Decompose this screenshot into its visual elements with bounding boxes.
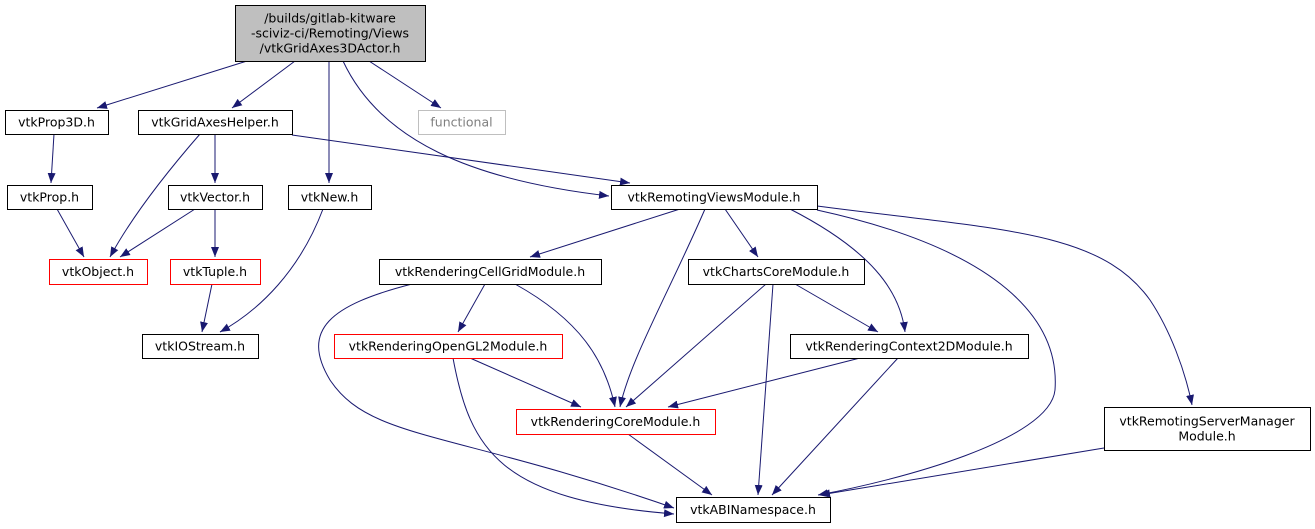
- node-gah[interactable]: vtkGridAxesHelper.h: [138, 110, 293, 135]
- node-rv[interactable]: vtkRemotingViewsModule.h: [611, 185, 818, 210]
- edge-rv-to-abi: [816, 209, 1056, 498]
- node-label: vtkIOStream.h: [155, 339, 245, 354]
- node-box: [138, 110, 293, 135]
- node-box: [1104, 407, 1311, 451]
- node-label: /vtkGridAxes3DActor.h: [260, 41, 401, 56]
- node-label: vtkGridAxesHelper.h: [151, 115, 279, 130]
- edge-rv-to-sm: [816, 205, 1194, 406]
- edge-new-to-iostream: [219, 208, 324, 333]
- edges: [47, 60, 1194, 518]
- node-opengl2[interactable]: vtkRenderingOpenGL2Module.h: [334, 334, 563, 359]
- edge-vector-to-object: [119, 208, 196, 258]
- node-label: vtkNew.h: [301, 190, 359, 205]
- node-abi[interactable]: vtkABINamespace.h: [676, 497, 831, 523]
- edge-sm-to-abi: [819, 447, 1105, 498]
- edge-rv-to-context2d: [789, 208, 908, 333]
- node-box: [7, 185, 93, 210]
- node-box: [611, 185, 818, 210]
- edge-core-to-abi: [627, 433, 713, 496]
- node-core[interactable]: vtkRenderingCoreModule.h: [516, 409, 716, 435]
- edge-root-to-rv: [342, 60, 610, 199]
- edge-rv-to-core: [618, 208, 706, 408]
- edge-opengl2-to-abi: [452, 357, 675, 518]
- node-box: [142, 334, 259, 359]
- node-charts[interactable]: vtkChartsCoreModule.h: [688, 259, 865, 285]
- node-context2d[interactable]: vtkRenderingContext2DModule.h: [790, 334, 1029, 359]
- node-label: vtkRenderingOpenGL2Module.h: [349, 339, 548, 354]
- node-box: [516, 409, 716, 435]
- node-label: vtkTuple.h: [183, 264, 247, 279]
- node-box: [235, 5, 426, 62]
- edge-root-to-prop3d: [96, 60, 248, 109]
- node-label: vtkObject.h: [62, 264, 134, 279]
- edge-rv-to-charts: [724, 208, 759, 258]
- edge-rv-to-cellgrid: [529, 208, 681, 258]
- edge-charts-to-abi: [754, 283, 774, 496]
- node-label: vtkVector.h: [180, 190, 250, 205]
- edge-charts-to-context2d: [794, 283, 879, 333]
- node-label: vtkRemotingViewsModule.h: [628, 190, 801, 205]
- node-label: -sciviz-ci/Remoting/Views: [251, 26, 409, 41]
- edge-cellgrid-to-core: [514, 283, 617, 408]
- node-functional: functional: [418, 110, 506, 135]
- edge-context2d-to-core: [667, 357, 861, 409]
- node-root[interactable]: /builds/gitlab-kitware-sciviz-ci/Remotin…: [235, 5, 426, 62]
- node-box: [49, 259, 148, 285]
- edge-gah-to-rv: [291, 134, 631, 186]
- node-box: [790, 334, 1029, 359]
- edge-gah-to-object: [109, 133, 201, 258]
- node-label: vtkProp3D.h: [18, 115, 95, 130]
- edge-cellgrid-to-abi: [318, 283, 675, 509]
- edge-cellgrid-to-opengl2: [457, 283, 486, 333]
- node-prop[interactable]: vtkProp.h: [7, 185, 93, 210]
- edge-root-to-gah: [231, 60, 296, 109]
- node-label: Module.h: [1178, 429, 1235, 444]
- node-vector[interactable]: vtkVector.h: [168, 185, 263, 210]
- node-label: /builds/gitlab-kitware: [264, 11, 396, 26]
- node-new[interactable]: vtkNew.h: [288, 185, 372, 210]
- node-cellgrid[interactable]: vtkRenderingCellGridModule.h: [379, 259, 602, 285]
- edge-root-to-functional: [368, 60, 442, 109]
- node-label: vtkRenderingCoreModule.h: [531, 414, 701, 429]
- node-label: vtkProp.h: [20, 190, 79, 205]
- node-box: [5, 110, 109, 135]
- node-box: [418, 110, 506, 135]
- node-box: [688, 259, 865, 285]
- edge-prop3d-to-prop: [47, 133, 56, 184]
- node-label: vtkRemotingServerManager: [1119, 414, 1295, 429]
- node-object[interactable]: vtkObject.h: [49, 259, 148, 285]
- edge-prop-to-object: [56, 208, 85, 258]
- nodes: /builds/gitlab-kitware-sciviz-ci/Remotin…: [5, 5, 1311, 523]
- edge-opengl2-to-core: [469, 357, 582, 408]
- node-box: [676, 497, 831, 523]
- node-tuple[interactable]: vtkTuple.h: [170, 259, 261, 285]
- node-label: vtkRenderingContext2DModule.h: [805, 339, 1012, 354]
- edge-charts-to-core: [625, 283, 767, 408]
- node-label: vtkChartsCoreModule.h: [703, 264, 850, 279]
- node-prop3d[interactable]: vtkProp3D.h: [5, 110, 109, 135]
- edge-context2d-to-abi: [771, 357, 899, 496]
- node-box: [379, 259, 602, 285]
- node-label: functional: [430, 115, 492, 130]
- edge-tuple-to-iostream: [200, 283, 213, 333]
- node-iostream[interactable]: vtkIOStream.h: [142, 334, 259, 359]
- node-label: vtkABINamespace.h: [690, 502, 816, 517]
- node-box: [334, 334, 563, 359]
- node-box: [168, 185, 263, 210]
- node-box: [170, 259, 261, 285]
- node-box: [288, 185, 372, 210]
- node-label: vtkRenderingCellGridModule.h: [395, 264, 585, 279]
